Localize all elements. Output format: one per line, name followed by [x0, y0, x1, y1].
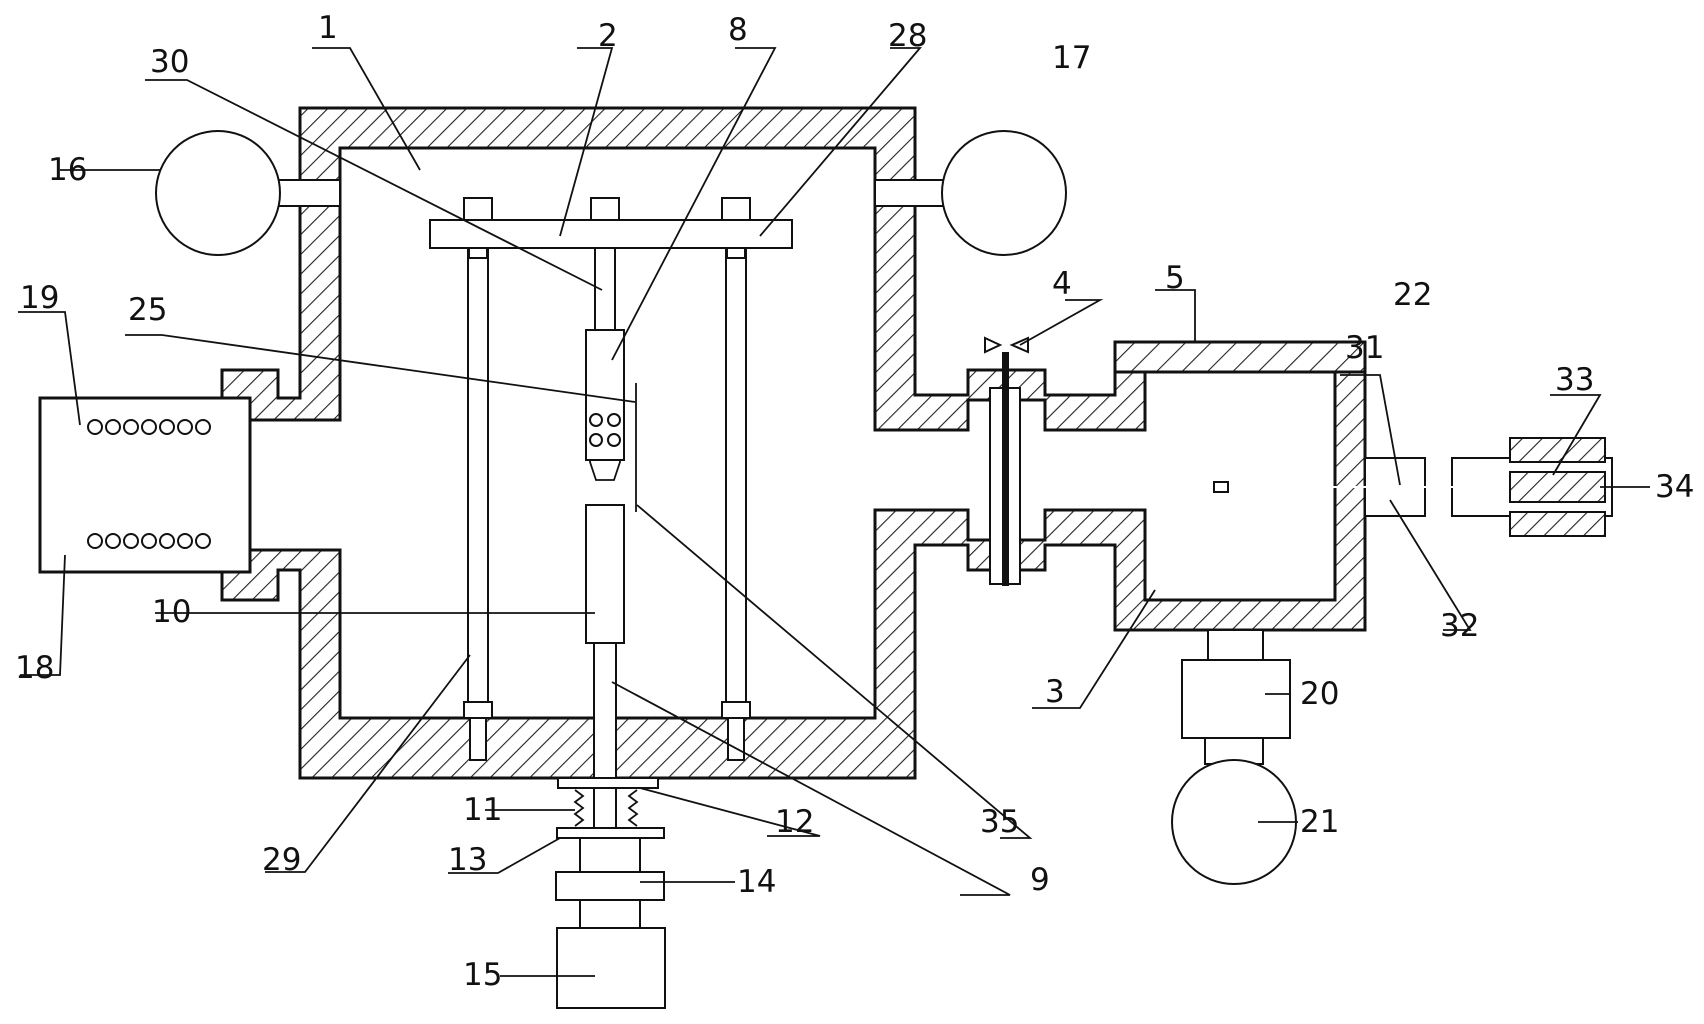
- label-13: 13: [448, 842, 487, 878]
- label-16: 16: [48, 152, 87, 188]
- clamp-33-top: [1510, 438, 1605, 462]
- label-10: 10: [152, 594, 191, 630]
- label-4: 4: [1052, 266, 1072, 302]
- clamp-34: [1510, 472, 1605, 502]
- label-3: 3: [1045, 674, 1065, 710]
- label-17: 17: [1052, 40, 1091, 76]
- label-14: 14: [737, 864, 776, 900]
- label-35: 35: [980, 804, 1019, 840]
- guide-rod-right: [726, 248, 746, 718]
- label-20: 20: [1300, 676, 1339, 712]
- clamp-33-bottom: [1510, 512, 1605, 536]
- lower-pull-rod: [594, 643, 616, 828]
- connector-20: [1208, 630, 1263, 660]
- probe-tip: [1214, 482, 1228, 492]
- seal-plate-12: [558, 778, 658, 788]
- device-20: [1182, 660, 1290, 738]
- lower-grip: [586, 505, 624, 643]
- label-8: 8: [728, 12, 748, 48]
- guide-rod-left: [468, 248, 488, 718]
- label-1: 1: [318, 10, 338, 46]
- label-2: 2: [598, 18, 618, 54]
- crossbar: [430, 220, 792, 248]
- label-30: 30: [150, 44, 189, 80]
- label-11: 11: [463, 792, 502, 828]
- plate-13: [557, 828, 664, 838]
- label-9: 9: [1030, 862, 1050, 898]
- pump-16: [156, 131, 280, 255]
- label-33: 33: [1555, 362, 1594, 398]
- valve-stem-inner: [1002, 352, 1009, 586]
- label-32: 32: [1440, 608, 1479, 644]
- label-21: 21: [1300, 804, 1339, 840]
- label-31: 31: [1345, 330, 1384, 366]
- shaft-14: [580, 838, 640, 872]
- label-15: 15: [463, 957, 502, 993]
- pump-16-pipe: [275, 180, 340, 206]
- label-18: 18: [15, 650, 54, 686]
- pump-17-pipe: [875, 180, 945, 206]
- label-5: 5: [1165, 260, 1185, 296]
- right-chamber-lid: [1115, 342, 1365, 372]
- label-28: 28: [888, 18, 927, 54]
- motor-15: [557, 928, 665, 1008]
- label-29: 29: [262, 842, 301, 878]
- label-12: 12: [775, 804, 814, 840]
- specimen: [590, 460, 620, 480]
- label-25: 25: [128, 292, 167, 328]
- shaft-15: [580, 900, 640, 928]
- label-19: 19: [20, 280, 59, 316]
- label-22: 22: [1393, 277, 1432, 313]
- pump-17: [942, 131, 1066, 255]
- coupling-14: [556, 872, 664, 900]
- upper-pull-rod: [595, 248, 615, 330]
- label-34: 34: [1655, 469, 1694, 505]
